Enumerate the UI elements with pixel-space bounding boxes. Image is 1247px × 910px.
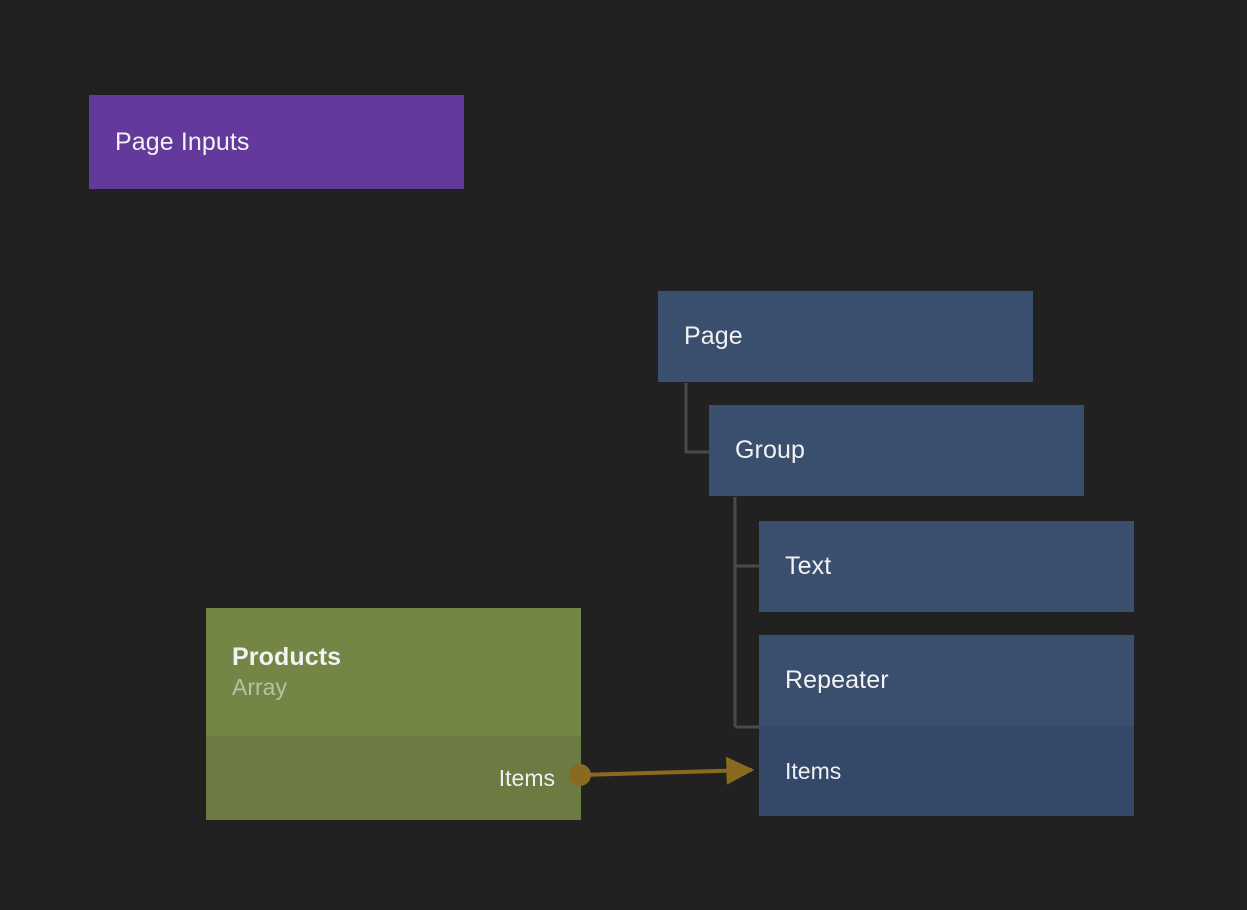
- port-products-items-output[interactable]: Items: [206, 736, 581, 820]
- node-repeater-title: Repeater: [785, 666, 889, 695]
- node-page-header: Page: [658, 291, 1033, 382]
- tree-edge-page-to-group: [684, 383, 709, 454]
- node-products-header: Products Array: [206, 608, 581, 736]
- node-text[interactable]: Text: [759, 521, 1134, 612]
- node-group[interactable]: Group: [709, 405, 1084, 496]
- port-repeater-items-input[interactable]: Items: [759, 726, 1134, 816]
- node-repeater-header: Repeater: [759, 635, 1134, 726]
- node-products[interactable]: Products Array Items: [206, 608, 581, 820]
- node-products-type: Array: [232, 673, 287, 700]
- node-products-title: Products: [232, 642, 342, 671]
- node-page-inputs-title: Page Inputs: [115, 127, 250, 156]
- port-products-items-label: Items: [498, 764, 555, 791]
- node-page-inputs[interactable]: Page Inputs: [89, 95, 464, 189]
- node-page[interactable]: Page: [658, 291, 1033, 382]
- connection-products-items-to-repeater-items[interactable]: [579, 756, 755, 785]
- node-repeater[interactable]: Repeater Items: [759, 635, 1134, 816]
- node-group-title: Group: [735, 436, 805, 465]
- node-page-title: Page: [684, 322, 743, 351]
- node-group-header: Group: [709, 405, 1084, 496]
- node-text-title: Text: [785, 552, 832, 581]
- node-text-header: Text: [759, 521, 1134, 612]
- node-page-inputs-header: Page Inputs: [89, 95, 464, 189]
- port-repeater-items-label: Items: [785, 757, 842, 784]
